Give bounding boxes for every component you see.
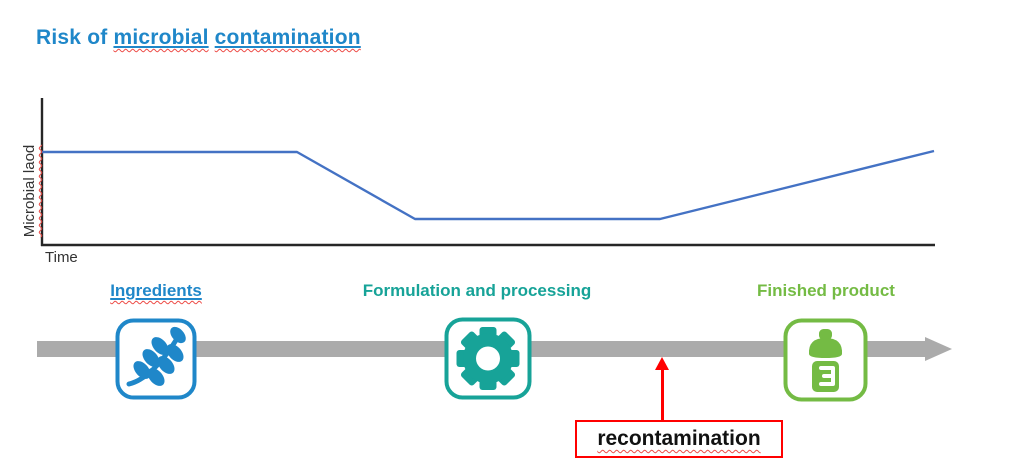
page-title: Risk of microbial contamination <box>36 26 361 50</box>
stage-label-ingredients: Ingredients <box>110 281 202 300</box>
wheat-icon <box>115 318 197 400</box>
y-axis-label: Microbial laod <box>21 144 38 238</box>
title-word-microbial: microbial <box>113 26 209 49</box>
recontamination-arrow-line <box>661 368 664 420</box>
title-plain-part: Risk of <box>36 26 114 49</box>
recontamination-label: recontamination <box>597 427 761 450</box>
timeline-arrowhead-icon <box>925 337 952 361</box>
stage-label-finished-product: Finished product <box>757 281 895 300</box>
title-word-contamination: contamination <box>214 26 361 49</box>
recontamination-arrowhead-icon <box>655 357 669 370</box>
microbial-load-chart <box>40 98 935 247</box>
stage-label-formulation-processing: Formulation and processing <box>362 281 592 300</box>
x-axis-label: Time <box>45 249 78 266</box>
recontamination-callout: recontamination <box>575 420 783 458</box>
baby-bottle-icon <box>783 318 868 402</box>
gear-icon <box>444 317 532 400</box>
microbial-load-line <box>42 149 935 221</box>
